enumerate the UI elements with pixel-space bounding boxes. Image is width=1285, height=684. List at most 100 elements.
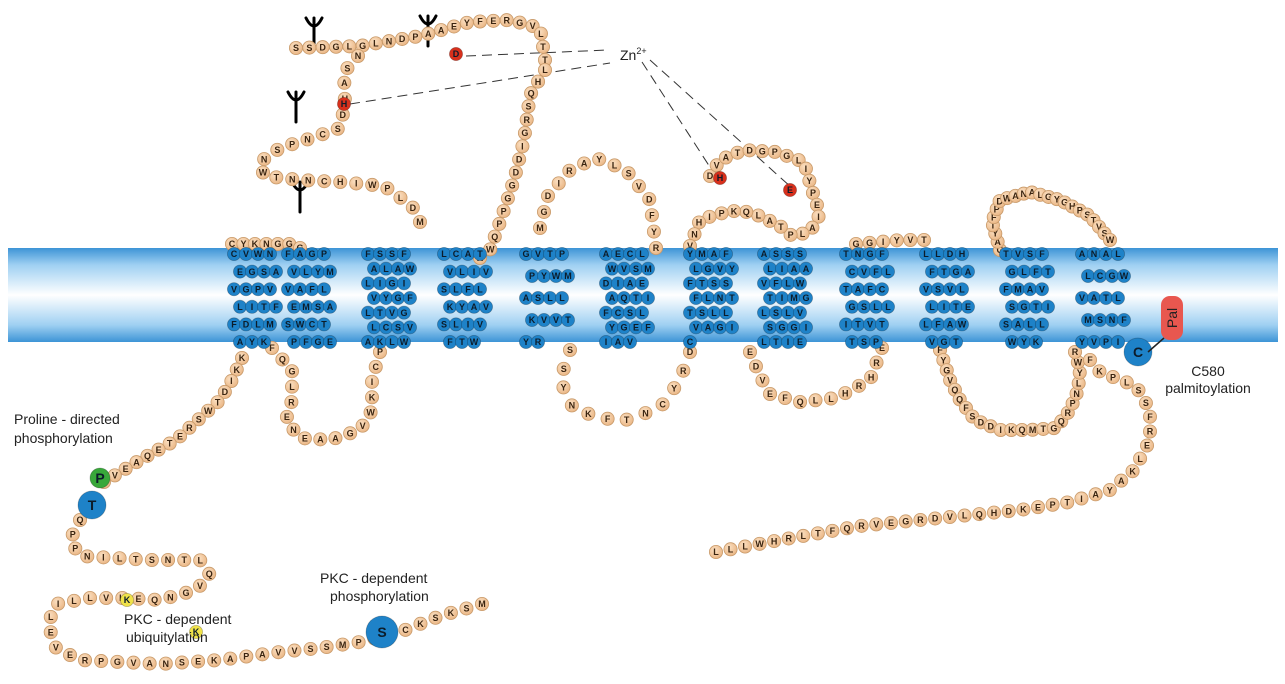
residue: P xyxy=(768,145,781,158)
svg-text:R: R xyxy=(856,381,863,391)
tm-residue: G xyxy=(1017,300,1030,313)
tm-residue: S xyxy=(1093,313,1106,326)
svg-text:A: A xyxy=(855,284,862,294)
svg-text:N: N xyxy=(261,154,268,164)
svg-text:S: S xyxy=(861,337,867,347)
svg-text:A: A xyxy=(581,159,588,169)
tm-residue: I xyxy=(245,300,258,313)
svg-text:S: S xyxy=(861,302,867,312)
tm-residue: L xyxy=(919,247,932,260)
tm-residue: Y xyxy=(245,335,258,348)
residue: N xyxy=(258,152,271,165)
tm-residue: G xyxy=(311,335,324,348)
residue: K xyxy=(414,617,427,630)
svg-text:E: E xyxy=(302,434,308,444)
svg-text:V: V xyxy=(483,302,489,312)
svg-text:T: T xyxy=(261,302,267,312)
tm-residue: I xyxy=(781,335,794,348)
tm-residue: S xyxy=(769,306,782,319)
svg-text:F: F xyxy=(830,526,836,536)
svg-text:W: W xyxy=(1008,337,1017,347)
svg-text:W: W xyxy=(1120,271,1129,281)
residue: Y xyxy=(557,381,570,394)
svg-text:P: P xyxy=(95,470,104,486)
svg-text:L: L xyxy=(197,556,203,566)
residue: L xyxy=(44,610,57,623)
palmitoylation-site-label: C580 xyxy=(1191,363,1225,379)
tm-residue: T xyxy=(851,318,864,331)
residue: V xyxy=(870,518,883,531)
tm-residue: T xyxy=(455,335,468,348)
tm-residue: L xyxy=(455,265,468,278)
svg-text:M: M xyxy=(790,293,798,303)
residue: K xyxy=(727,204,740,217)
svg-text:Q: Q xyxy=(76,515,83,525)
tm-residue: Y xyxy=(311,265,324,278)
svg-text:S: S xyxy=(525,101,531,111)
tm-residue: L xyxy=(473,283,486,296)
svg-text:T: T xyxy=(879,320,885,330)
svg-text:V: V xyxy=(407,323,413,333)
palmitoylated-cysteine: C xyxy=(1124,338,1152,366)
zinc-site-glu: E xyxy=(783,183,796,196)
svg-text:L: L xyxy=(801,531,807,541)
tm-residue: F xyxy=(689,291,702,304)
svg-text:F: F xyxy=(935,320,941,330)
tm-residue: W xyxy=(955,318,968,331)
svg-text:D: D xyxy=(753,362,760,372)
svg-text:I: I xyxy=(102,553,105,563)
svg-text:F: F xyxy=(1087,355,1093,365)
svg-text:E: E xyxy=(48,627,54,637)
svg-text:N: N xyxy=(289,174,296,184)
tm-residue: S xyxy=(257,265,270,278)
ubiquitylation-lysine-1: K xyxy=(120,593,133,606)
svg-text:Y: Y xyxy=(459,302,465,312)
tm-residue: A xyxy=(851,283,864,296)
residue: G xyxy=(344,427,357,440)
svg-text:G: G xyxy=(504,193,511,203)
svg-text:P: P xyxy=(72,544,78,554)
svg-text:I: I xyxy=(731,323,734,333)
svg-text:L: L xyxy=(639,249,645,259)
tm-residue: F xyxy=(641,321,654,334)
tm-residue: S xyxy=(857,335,870,348)
phospho-proline: P xyxy=(90,468,110,488)
residue: V xyxy=(100,591,113,604)
tm-residue: V xyxy=(227,283,240,296)
svg-text:W: W xyxy=(368,180,377,190)
residue: P xyxy=(1106,370,1119,383)
svg-text:P: P xyxy=(1050,500,1056,510)
residue: D xyxy=(643,192,656,205)
residue: G xyxy=(506,179,519,192)
svg-text:W: W xyxy=(958,320,967,330)
residue: D xyxy=(316,41,329,54)
tm-residue: V xyxy=(443,265,456,278)
tm-residue: F xyxy=(925,265,938,278)
residue: G xyxy=(111,655,124,668)
residue: E xyxy=(743,345,756,358)
svg-text:T: T xyxy=(1040,424,1046,434)
svg-text:L: L xyxy=(785,279,791,289)
svg-text:F: F xyxy=(477,17,483,27)
tm-residue: L xyxy=(635,247,648,260)
svg-text:A: A xyxy=(227,654,234,664)
residue: S xyxy=(320,640,333,653)
svg-text:F: F xyxy=(873,267,879,277)
svg-text:S: S xyxy=(567,345,573,355)
tm-residue: M xyxy=(1081,313,1094,326)
svg-text:C: C xyxy=(231,249,238,259)
residue: S xyxy=(175,656,188,669)
residue: G xyxy=(329,40,342,53)
residue: H xyxy=(768,534,781,547)
svg-text:T: T xyxy=(274,173,280,183)
svg-text:A: A xyxy=(395,264,402,274)
residue: R xyxy=(870,356,883,369)
residue: S xyxy=(304,642,317,655)
svg-text:S: S xyxy=(179,658,185,668)
svg-text:I: I xyxy=(473,267,476,277)
residue: S xyxy=(429,611,442,624)
tm-residue: F xyxy=(1117,313,1130,326)
residue: H xyxy=(531,75,544,88)
residue: P xyxy=(69,542,82,555)
tm-residue: L xyxy=(719,306,732,319)
